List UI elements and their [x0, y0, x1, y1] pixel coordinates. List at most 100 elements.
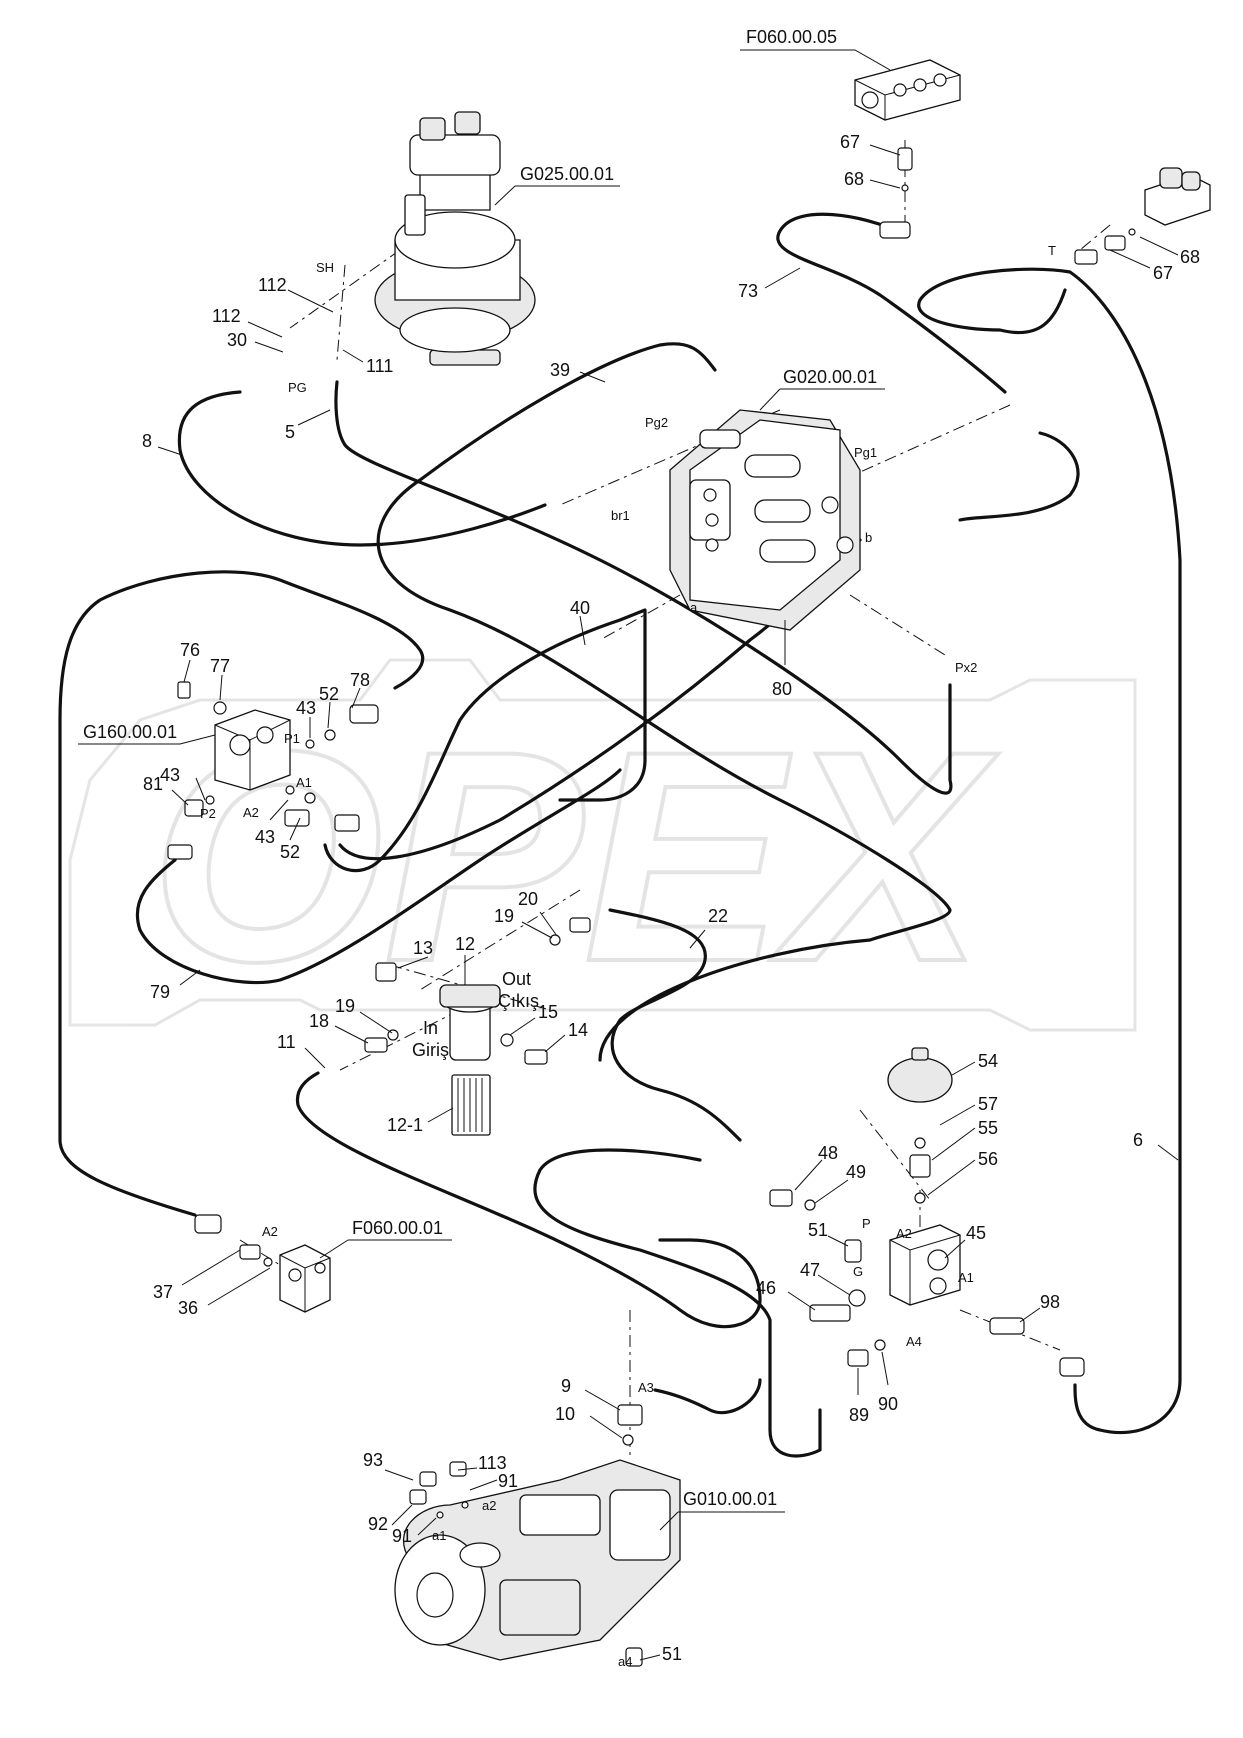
- callout-73: 73: [738, 281, 758, 301]
- callout-54: 54: [978, 1051, 998, 1071]
- callout-12: 12: [455, 934, 475, 954]
- hose-a3: [653, 1378, 762, 1415]
- hose-pg1: [958, 431, 1080, 522]
- hose-11: [295, 1071, 762, 1329]
- port-px2: Px2: [955, 660, 977, 675]
- callout-56: 56: [978, 1149, 998, 1169]
- callout-6: 6: [1133, 1130, 1143, 1150]
- callout-92: 92: [368, 1514, 388, 1534]
- callout-57: 57: [978, 1094, 998, 1114]
- hose-79-loop: [58, 570, 425, 1217]
- block-right: [1074, 167, 1211, 265]
- callout-51-b: 51: [662, 1644, 682, 1664]
- block-45: [769, 1047, 1085, 1377]
- callout-46: 46: [756, 1278, 776, 1298]
- callout-68-top: 68: [844, 169, 864, 189]
- callout-47: 47: [800, 1260, 820, 1280]
- callout-20: 20: [518, 889, 538, 909]
- label-g010-00-01: G010.00.01: [683, 1489, 777, 1509]
- callout-81: 81: [143, 774, 163, 794]
- callout-80: 80: [772, 679, 792, 699]
- callout-9: 9: [561, 1376, 571, 1396]
- port-pg1: Pg1: [854, 445, 877, 460]
- port-sh: SH: [316, 260, 334, 275]
- callout-89: 89: [849, 1405, 869, 1425]
- callout-52-a: 52: [319, 684, 339, 704]
- valve-block: [167, 681, 379, 860]
- callout-30: 30: [227, 330, 247, 350]
- callout-78: 78: [350, 670, 370, 690]
- swing-motor: [374, 111, 536, 366]
- block-left: [194, 1214, 331, 1313]
- hose-5: [334, 380, 953, 795]
- callout-45: 45: [966, 1223, 986, 1243]
- port-a2-left: A2: [262, 1224, 278, 1239]
- hose-6: [917, 267, 1182, 1435]
- hose-48-loop: [533, 1148, 822, 1458]
- callout-5: 5: [285, 422, 295, 442]
- callout-19-a: 19: [494, 906, 514, 926]
- port-a: a: [690, 600, 698, 615]
- callout-67-top: 67: [840, 132, 860, 152]
- callout-79: 79: [150, 982, 170, 1002]
- port-pg: PG: [288, 380, 307, 395]
- port-labels: SH PG Pg2 Pg1 br1 b a T Px2 P1 P2 A1 A2 …: [200, 243, 1056, 1669]
- label-g025-00-01: G025.00.01: [520, 164, 614, 184]
- port-a2: A2: [243, 805, 259, 820]
- callout-68-right: 68: [1180, 247, 1200, 267]
- callout-14: 14: [568, 1020, 588, 1040]
- label-g160-00-01: G160.00.01: [83, 722, 177, 742]
- callout-90: 90: [878, 1394, 898, 1414]
- callout-98: 98: [1040, 1292, 1060, 1312]
- callout-52-b: 52: [280, 842, 300, 862]
- callout-11: 11: [277, 1032, 296, 1052]
- hose-79: [135, 768, 622, 985]
- callout-76: 76: [180, 640, 200, 660]
- label-f060-00-01: F060.00.01: [352, 1218, 443, 1238]
- callout-40: 40: [570, 598, 590, 618]
- callout-51-a: 51: [808, 1220, 828, 1240]
- hose-8: [177, 390, 547, 547]
- callout-112-a: 112: [258, 275, 287, 295]
- callout-55: 55: [978, 1118, 998, 1138]
- filter-in: In: [423, 1018, 438, 1038]
- label-f060-00-05: F060.00.05: [746, 27, 837, 47]
- callout-91-b: 91: [392, 1526, 412, 1546]
- label-g020-00-01: G020.00.01: [783, 367, 877, 387]
- callout-15: 15: [538, 1002, 558, 1022]
- watermark: OPEX: [68, 658, 1137, 1032]
- hoses: [58, 212, 1182, 1458]
- port-a3: A3: [638, 1380, 654, 1395]
- assembly-labels: F060.00.05 G025.00.01 G020.00.01 G160.00…: [78, 27, 891, 1531]
- callout-43-a: 43: [296, 698, 316, 718]
- callout-49: 49: [846, 1162, 866, 1182]
- callout-18: 18: [309, 1011, 329, 1031]
- port-g: G: [853, 1264, 863, 1279]
- port-br1: br1: [611, 508, 630, 523]
- callout-37: 37: [153, 1282, 173, 1302]
- port-b: b: [865, 530, 872, 545]
- callout-39: 39: [550, 360, 570, 380]
- block-top: [854, 59, 961, 239]
- callout-8: 8: [142, 431, 152, 451]
- port-a2-pump: a2: [482, 1498, 496, 1513]
- callouts: 67 68 68 67 73 112 112 30 111 5 8 39 80 …: [142, 132, 1200, 1664]
- port-p: P: [862, 1216, 871, 1231]
- control-valve: [669, 409, 861, 631]
- callout-36: 36: [178, 1298, 198, 1318]
- hose-39: [376, 342, 952, 1062]
- hose-22: [608, 908, 742, 1142]
- callout-93: 93: [363, 1450, 383, 1470]
- callout-91-a: 91: [498, 1471, 518, 1491]
- callout-77: 77: [210, 656, 230, 676]
- port-a4: A4: [906, 1334, 922, 1349]
- callout-22: 22: [708, 906, 728, 926]
- callout-12-1: 12-1: [387, 1115, 423, 1135]
- port-p2: P2: [200, 806, 216, 821]
- callout-43-b: 43: [160, 765, 180, 785]
- port-t: T: [1048, 243, 1056, 258]
- hose-73: [776, 212, 1007, 394]
- callout-112-b: 112: [212, 306, 241, 326]
- callout-13: 13: [413, 938, 433, 958]
